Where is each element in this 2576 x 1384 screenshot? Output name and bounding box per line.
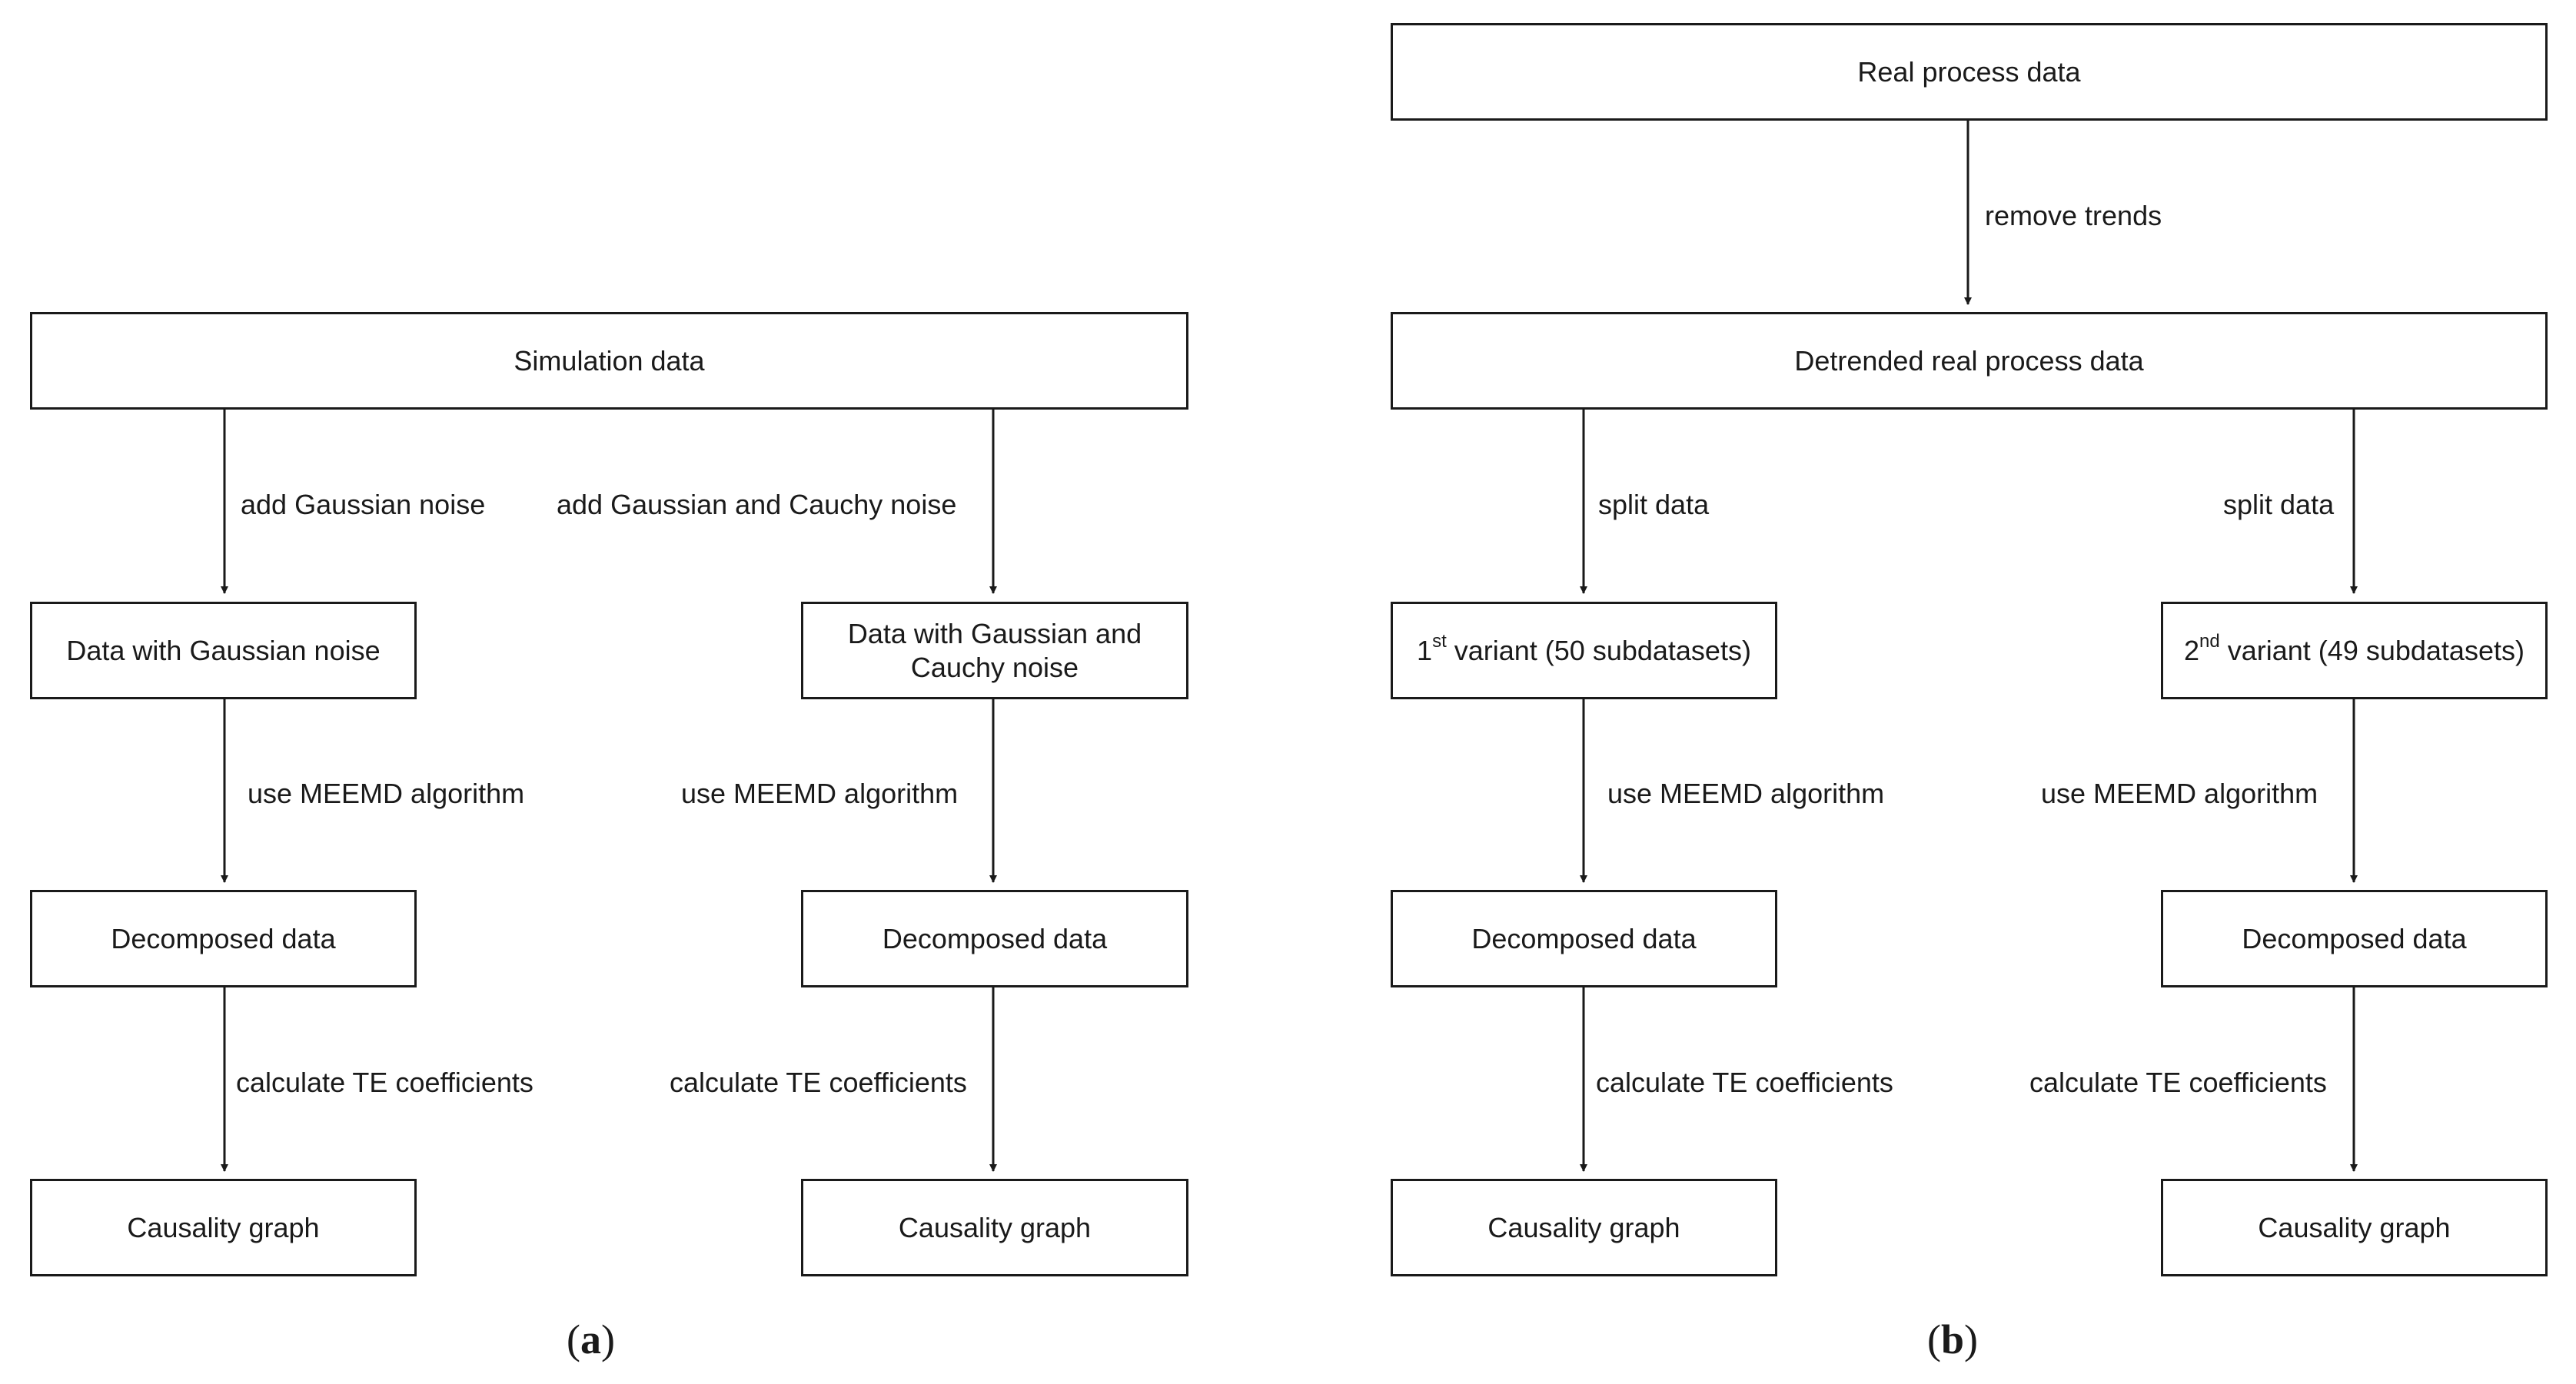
caption-paren: ) — [600, 1316, 615, 1362]
box-decomposed-b-right: Decomposed data — [2161, 890, 2548, 987]
box-label: Decomposed data — [882, 922, 1108, 954]
box-causality-b-left: Causality graph — [1391, 1179, 1777, 1276]
box-data-gaussian-cauchy-noise: Data with Gaussian and Cauchy noise — [801, 602, 1188, 699]
box-causality-b-right: Causality graph — [2161, 1179, 2548, 1276]
variant-text: variant (49 subdatasets) — [2219, 634, 2524, 666]
edge-label-te-a-left: calculate TE coefficients — [236, 1067, 533, 1098]
caption-letter: a — [580, 1316, 601, 1362]
box-decomposed-a-right: Decomposed data — [801, 890, 1188, 987]
variant-ordinal-suffix: st — [1432, 630, 1447, 652]
box-variant-1: 1st variant (50 subdatasets) — [1391, 602, 1777, 699]
box-decomposed-b-left: Decomposed data — [1391, 890, 1777, 987]
caption-paren: ( — [567, 1316, 580, 1362]
caption-paren: ) — [1964, 1316, 1979, 1362]
caption-a: (a) — [567, 1316, 615, 1362]
edge-label-meemd-a-left: use MEEMD algorithm — [248, 778, 525, 809]
box-data-gaussian-noise: Data with Gaussian noise — [30, 602, 417, 699]
edge-label-remove-trends: remove trends — [1985, 200, 2162, 231]
box-causality-a-left: Causality graph — [30, 1179, 417, 1276]
variant-number: 1 — [1417, 634, 1433, 666]
box-label: Real process data — [1857, 55, 2081, 88]
edge-label-split-right: split data — [2223, 489, 2335, 520]
box-label: 2nd variant (49 subdatasets) — [2184, 630, 2524, 668]
box-label: Causality graph — [2258, 1211, 2451, 1243]
variant-ordinal-suffix: nd — [2199, 630, 2220, 652]
edge-label-add-gaussian: add Gaussian noise — [241, 489, 486, 520]
box-label: Decomposed data — [1471, 922, 1697, 954]
box-causality-a-right: Causality graph — [801, 1179, 1188, 1276]
box-detrended-data: Detrended real process data — [1391, 312, 2548, 410]
caption-b: (b) — [1927, 1316, 1978, 1362]
edge-label-meemd-a-right: use MEEMD algorithm — [681, 778, 959, 809]
edge-label-te-a-right: calculate TE coefficients — [670, 1067, 967, 1098]
edge-label-meemd-b-right: use MEEMD algorithm — [2041, 778, 2318, 809]
box-label: Decomposed data — [111, 922, 336, 954]
box-variant-2: 2nd variant (49 subdatasets) — [2161, 602, 2548, 699]
variant-number: 2 — [2184, 634, 2200, 666]
box-label: Data with Gaussian noise — [66, 634, 381, 666]
edge-label-add-gaussian-cauchy: add Gaussian and Cauchy noise — [557, 489, 957, 520]
edge-label-te-b-left: calculate TE coefficients — [1596, 1067, 1893, 1098]
edge-label-te-b-right: calculate TE coefficients — [2029, 1067, 2327, 1098]
box-label: Causality graph — [1487, 1211, 1680, 1243]
edge-label-split-left: split data — [1598, 489, 1710, 520]
box-label: Decomposed data — [2242, 922, 2467, 954]
caption-letter: b — [1940, 1316, 1965, 1362]
box-label: Causality graph — [127, 1211, 320, 1243]
box-label: Simulation data — [514, 344, 705, 377]
box-label: 1st variant (50 subdatasets) — [1417, 630, 1751, 668]
box-real-process-data: Real process data — [1391, 23, 2548, 121]
box-label: Detrended real process data — [1794, 344, 2144, 377]
box-simulation-data: Simulation data — [30, 312, 1188, 410]
box-label: Causality graph — [898, 1211, 1092, 1243]
box-decomposed-a-left: Decomposed data — [30, 890, 417, 987]
caption-paren: ( — [1927, 1316, 1941, 1362]
variant-text: variant (50 subdatasets) — [1446, 634, 1751, 666]
edge-label-meemd-b-left: use MEEMD algorithm — [1607, 778, 1885, 809]
box-label: Data with Gaussian and Cauchy noise — [847, 617, 1142, 683]
